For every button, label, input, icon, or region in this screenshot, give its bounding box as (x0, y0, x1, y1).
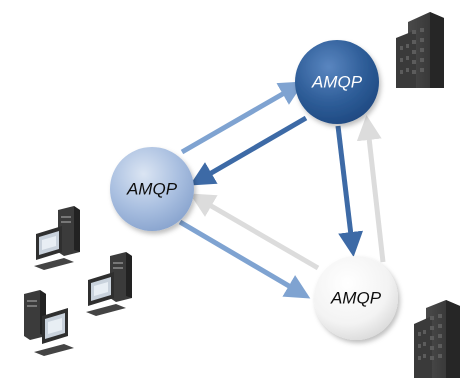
node-left: AMQP (110, 147, 194, 231)
node-left-label: AMQP (126, 179, 178, 198)
computer-workstation-icon (86, 252, 132, 316)
arrow-left-to-top (180, 81, 305, 155)
computer-workstation-icon (24, 290, 74, 356)
computer-workstation-icon (34, 206, 80, 270)
node-bottom-label: AMQP (330, 288, 382, 307)
node-bottom: AMQP (314, 256, 398, 340)
building-icon (414, 300, 460, 378)
building-icon (396, 12, 444, 88)
arrow-top-to-bottom (335, 125, 364, 257)
arrow-bottom-to-top (356, 115, 386, 263)
node-top-label: AMQP (311, 72, 363, 91)
node-top: AMQP (295, 40, 379, 124)
arrow-bottom-to-left (189, 193, 320, 271)
arrows (178, 81, 386, 299)
arrow-top-to-left (189, 115, 308, 186)
arrow-left-to-bottom (178, 219, 311, 299)
